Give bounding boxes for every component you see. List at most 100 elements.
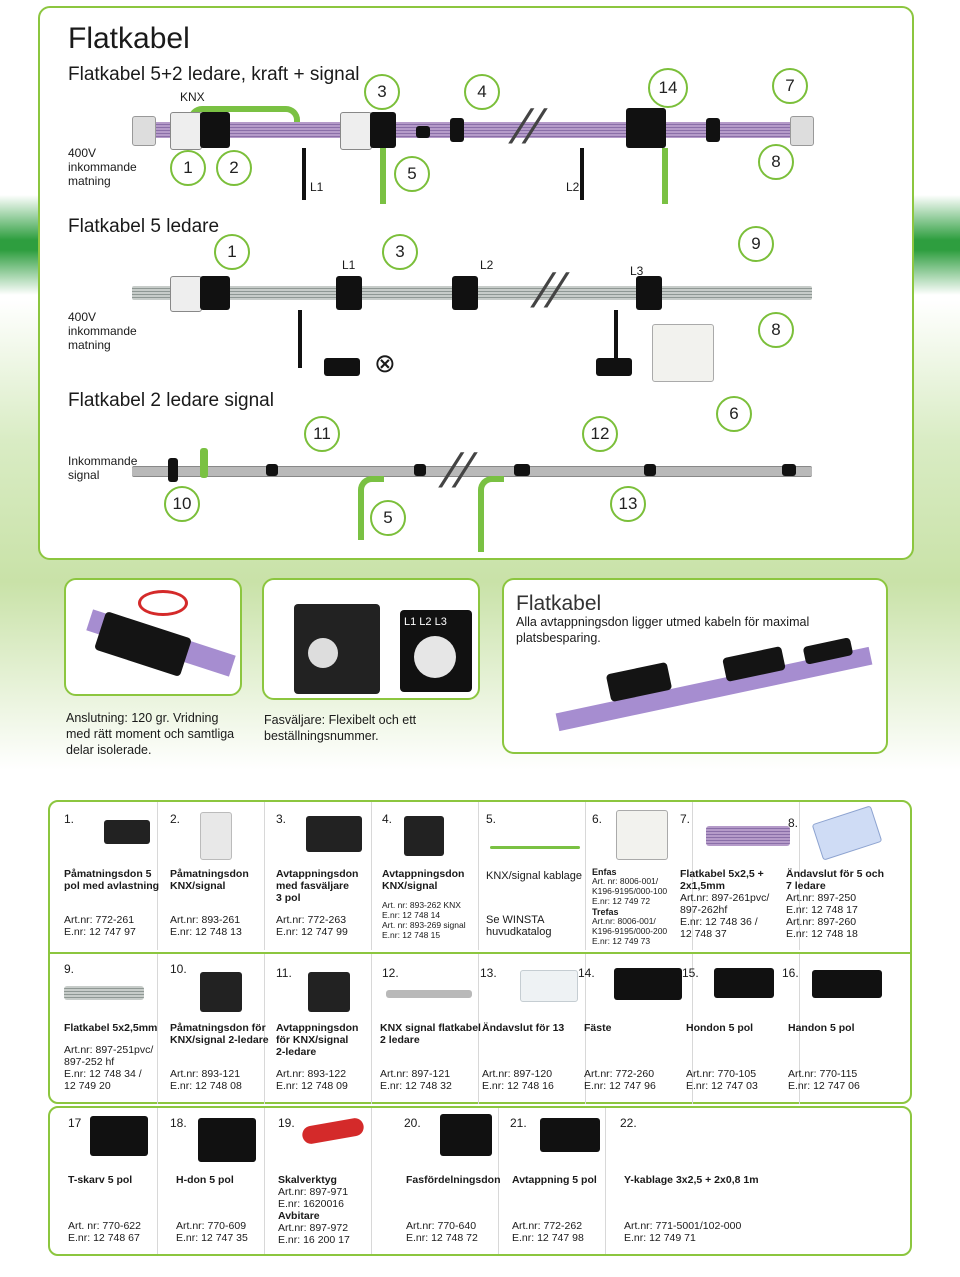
clip	[414, 464, 426, 476]
callout-12: 12	[582, 416, 618, 452]
callout-1: 1	[214, 234, 250, 270]
info-title: Flatkabel	[516, 592, 602, 615]
green-drop	[380, 148, 386, 204]
knx-label: KNX	[180, 90, 205, 104]
wire-L2	[580, 148, 584, 200]
phase-label: L3	[630, 264, 644, 278]
product-thumb	[308, 972, 350, 1012]
product-thumb	[812, 970, 882, 998]
product-thumb	[90, 1116, 148, 1156]
product-thumb	[714, 968, 774, 998]
photo-phase-dial	[414, 636, 456, 678]
phase-label: L1	[342, 258, 356, 272]
tap-box	[336, 276, 362, 310]
diagram-panel: Flatkabel Flatkabel 5+2 ledare, kraft + …	[38, 6, 914, 560]
product-thumb	[440, 1114, 492, 1156]
product-thumb	[540, 1118, 600, 1152]
end-cap	[782, 464, 796, 476]
phase-label: L2	[480, 258, 494, 272]
photo-panel-rotation	[64, 578, 242, 696]
callout-3: 3	[382, 234, 418, 270]
socket-outlet	[652, 324, 714, 382]
page-title: Flatkabel	[68, 22, 190, 55]
callout-5: 5	[394, 156, 430, 192]
photo-connector	[94, 611, 192, 677]
feed-box	[200, 276, 230, 310]
callout-5: 5	[370, 500, 406, 536]
callout-1: 1	[170, 150, 206, 186]
product-thumb	[200, 972, 242, 1012]
callout-3: 3	[364, 74, 400, 110]
flatkabel-info-panel: Flatkabel Alla avtappningsdon ligger utm…	[502, 578, 888, 754]
clip	[644, 464, 656, 476]
product-thumb	[64, 986, 144, 1000]
product-thumb	[404, 816, 444, 856]
callout-10: 10	[164, 486, 200, 522]
flatcable-2	[132, 466, 812, 477]
drop-connector	[324, 358, 360, 376]
drop-wire	[614, 310, 618, 368]
clip	[168, 458, 178, 482]
phase-label: L2	[566, 180, 580, 194]
product-thumb	[616, 810, 668, 860]
tap-box	[452, 276, 478, 310]
feed-connector	[170, 276, 202, 312]
product-thumb	[300, 1116, 366, 1146]
drop-connector	[596, 358, 632, 376]
phase-label: L1	[310, 180, 324, 194]
clip	[514, 464, 530, 476]
section-title-2: Flatkabel 2 ledare signal	[68, 390, 274, 411]
tap-box-14	[626, 108, 666, 148]
clip	[450, 118, 464, 142]
info-description: Alla avtappningsdon ligger utmed kabeln …	[516, 615, 810, 645]
callout-2: 2	[216, 150, 252, 186]
clip	[416, 126, 430, 138]
product-thumb	[490, 846, 580, 849]
feed-plug	[132, 116, 156, 146]
signal-lead	[200, 448, 208, 478]
lamp-icon: ⊗	[374, 348, 396, 378]
end-cap	[790, 116, 814, 146]
drop-wire	[298, 310, 302, 368]
callout-14: 14	[648, 68, 688, 108]
clip	[266, 464, 278, 476]
clip	[706, 118, 720, 142]
rotation-arrow-icon	[138, 590, 188, 616]
green-drop	[358, 476, 384, 540]
callout-8: 8	[758, 144, 794, 180]
product-thumb	[198, 1118, 256, 1162]
callout-11: 11	[304, 416, 340, 452]
product-thumb	[104, 820, 150, 844]
product-thumb	[200, 812, 232, 860]
feed-box	[200, 112, 230, 148]
green-drop	[478, 476, 504, 552]
wire-L1	[302, 148, 306, 200]
product-thumb	[614, 968, 682, 1000]
section-title-5-2: Flatkabel 5+2 ledare, kraft + signal	[68, 64, 360, 85]
photo-phase-dial	[308, 638, 338, 668]
product-thumb	[306, 816, 362, 852]
callout-7: 7	[772, 68, 808, 104]
row-divider	[50, 952, 910, 954]
tap-connector-1	[340, 112, 372, 150]
tap-box	[636, 276, 662, 310]
tap-box-1	[370, 112, 396, 148]
callout-4: 4	[464, 74, 500, 110]
feed-connector	[170, 112, 202, 150]
photo-panel-phase: L1 L2 L3	[262, 578, 480, 700]
product-thumb	[811, 805, 883, 861]
callout-9: 9	[738, 226, 774, 262]
product-thumb	[520, 970, 578, 1002]
callout-8: 8	[758, 312, 794, 348]
product-thumb	[386, 990, 472, 998]
green-drop	[662, 148, 668, 204]
callout-6: 6	[716, 396, 752, 432]
section-title-5: Flatkabel 5 ledare	[68, 216, 220, 237]
